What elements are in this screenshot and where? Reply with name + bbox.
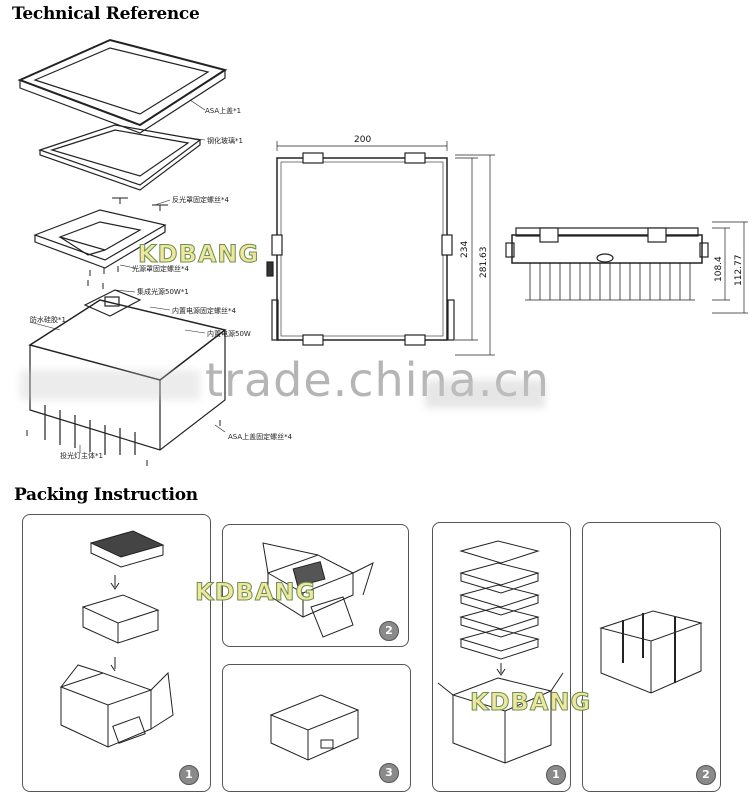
front-view-drawing (266, 141, 495, 356)
callout-reflector-screw: 反光罩固定螺丝*4 (172, 195, 229, 204)
dimension-height-outer: 281.63 (479, 247, 489, 279)
brand-watermark: KDBANG (469, 688, 592, 717)
step-badge: 1 (179, 765, 199, 785)
screws (26, 197, 221, 466)
packing-instruction-heading: Packing Instruction (14, 485, 198, 505)
packing-panel-3: 3 (222, 664, 411, 792)
blur-band-right (425, 380, 545, 408)
dimension-side-height-inner: 108.4 (714, 256, 724, 282)
callout-asa-cover-screw: ASA上盖固定螺丝*4 (228, 432, 293, 441)
panel-3-illustration (269, 694, 360, 761)
step-badge: 1 (546, 765, 566, 785)
step-badge: 3 (379, 763, 399, 783)
tempered-glass-part (38, 124, 202, 191)
callout-lamp-body: 投光灯主体*1 (60, 451, 103, 460)
packing-panel-2: 2 (222, 524, 409, 647)
dimension-height-inner: 234 (460, 241, 470, 258)
blur-band-left (20, 370, 200, 400)
packing-panel-4: 1 (432, 522, 571, 792)
callout-power-supply: 内置电源50W (207, 329, 251, 338)
panel-4-illustration (437, 540, 564, 764)
site-watermark: trade.china.cn (205, 353, 550, 407)
callout-power-screw: 内置电源固定螺丝*4 (172, 306, 236, 315)
panel-5-illustration (599, 610, 703, 694)
panel-1-illustration (59, 530, 174, 748)
asa-top-cover-part (17, 38, 228, 134)
dimension-width: 200 (354, 135, 371, 145)
brand-watermark: KDBANG (137, 240, 260, 269)
packing-panel-1: 1 (22, 514, 211, 792)
step-badge: 2 (696, 765, 716, 785)
side-view-drawing (505, 221, 748, 314)
step-badge: 2 (379, 621, 399, 641)
brand-watermark: KDBANG (194, 578, 317, 607)
reflector-part (33, 209, 167, 269)
panel-2-illustration (262, 542, 374, 638)
callout-asa-top-cover: ASA上盖*1 (205, 106, 241, 115)
callout-waterproof-gasket: 防水硅胶*1 (30, 315, 66, 324)
callout-tempered-glass: 钢化玻璃*1 (207, 136, 243, 145)
packing-panel-5: 2 (582, 522, 721, 792)
technical-drawings: ASA上盖*1 钢化玻璃*1 反光罩固定螺丝*4 光源罩固定螺丝*4 集成光源5… (17, 38, 748, 466)
lamp-body-part (28, 299, 227, 455)
dimension-side-height-outer: 112.77 (734, 255, 744, 287)
callout-led-light-source: 集成光源50W*1 (137, 287, 189, 296)
callout-reflector: 光源罩固定螺丝*4 (132, 264, 189, 273)
technical-reference-heading: Technical Reference (12, 4, 200, 24)
